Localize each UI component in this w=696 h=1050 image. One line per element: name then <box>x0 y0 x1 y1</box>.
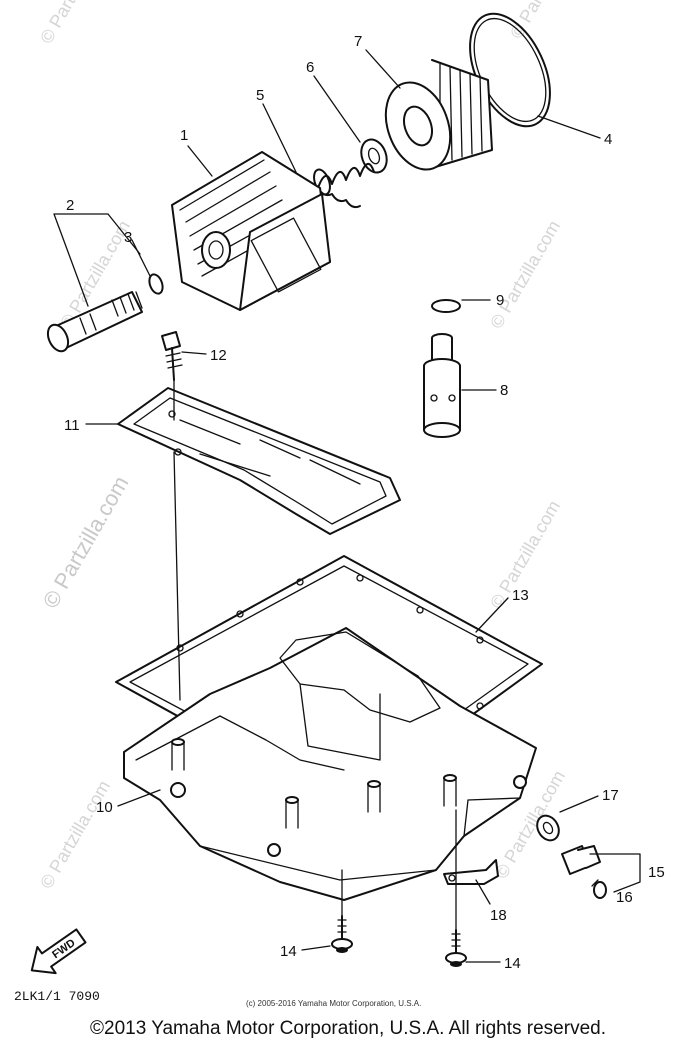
callout-8: 8 <box>500 382 508 399</box>
callout-3: 3 <box>124 229 132 246</box>
part-14-bolt-left <box>331 915 353 953</box>
callout-2: 2 <box>66 197 74 214</box>
watermark-tile: © Partzilla.com <box>486 217 564 332</box>
alignment-lines <box>173 379 457 931</box>
part-16-screw <box>591 879 607 899</box>
callout-12: 12 <box>210 347 227 364</box>
callout-7: 7 <box>354 33 362 50</box>
callout-14-left: 14 <box>280 943 297 960</box>
part-15-drain-plug <box>561 845 601 875</box>
footer-copyright: ©2013 Yamaha Motor Corporation, U.S.A. A… <box>90 1018 606 1039</box>
part-12-bolt <box>161 331 183 381</box>
callout-5: 5 <box>256 87 264 104</box>
callout-11: 11 <box>64 417 80 434</box>
part-8-oil-valve <box>423 333 461 438</box>
part-7-oil-filter <box>384 59 493 171</box>
part-17-washer <box>536 814 560 842</box>
callout-numbers: 1 2 3 4 5 6 7 8 9 10 11 12 13 14 14 15 1… <box>64 33 665 972</box>
callout-16: 16 <box>616 889 633 906</box>
callout-17: 17 <box>602 787 619 804</box>
part-2-union-bolt <box>46 291 143 353</box>
diagram-code: 2LK1/1 7090 <box>14 989 100 1004</box>
callout-9: 9 <box>496 292 504 309</box>
part-11-baffle-plate <box>117 387 401 535</box>
watermark-tile: © Partzilla.com <box>506 0 584 42</box>
watermark-tile: © Partzilla.com <box>36 0 114 47</box>
callout-1: 1 <box>180 127 188 144</box>
small-copyright: (c) 2005-2016 Yamaha Motor Corporation, … <box>246 999 421 1008</box>
callout-13: 13 <box>512 587 529 604</box>
leader-lines <box>53 49 641 963</box>
part-1-filter-cover <box>171 151 331 311</box>
forward-arrow-icon: FWD <box>30 928 87 975</box>
watermark-tile: © Partzilla.com <box>36 777 114 892</box>
part-10-oil-pan <box>123 627 537 901</box>
watermark-main: © Partzilla.com <box>38 472 134 613</box>
part-14-bolt-right <box>445 929 467 967</box>
callout-15: 15 <box>648 864 665 881</box>
part-18-bracket <box>443 859 499 885</box>
callout-14-right: 14 <box>504 955 521 972</box>
part-3-o-ring <box>148 273 164 295</box>
callout-10: 10 <box>96 799 113 816</box>
callout-4: 4 <box>604 131 612 148</box>
callout-6: 6 <box>306 59 314 76</box>
callout-18: 18 <box>490 907 507 924</box>
part-9-o-ring <box>431 299 461 313</box>
